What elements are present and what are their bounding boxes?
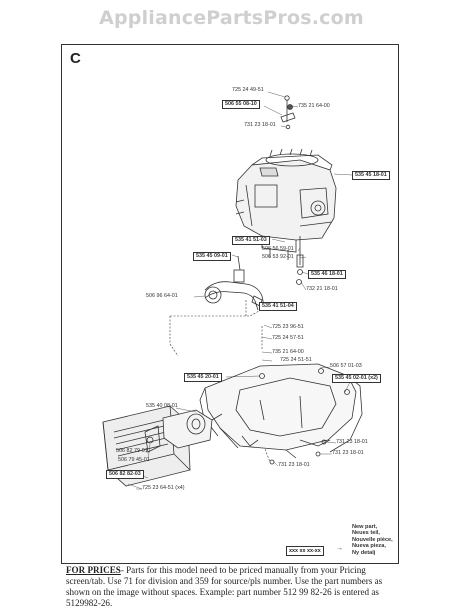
part-label: 506 56 59-01 (262, 246, 294, 252)
arrow-right-icon: → (336, 545, 343, 552)
part-label: 506 53 92-01 (262, 254, 294, 260)
part-label-boxed: 535 45 09-01 (193, 252, 231, 262)
part-label-boxed: 535 41 51-03 (232, 236, 270, 246)
part-label: 731 23 18-01 (244, 122, 276, 128)
diagram-frame (61, 44, 399, 564)
legend-code-box: xxx xx xx-xx (286, 546, 324, 556)
part-label: 725 24 49-51 (232, 87, 264, 93)
part-label: 725 23 96-51 (272, 324, 304, 330)
part-label-boxed: 506 55 08-10 (222, 100, 260, 110)
part-label: 731 23 18-01 (332, 450, 364, 456)
new-part-legend: New part, Neues teil, Nouvelle pièce, Nu… (352, 524, 393, 556)
nut (287, 104, 293, 110)
muffler (162, 409, 223, 449)
engine-frame (199, 363, 363, 459)
part-label: 725 24 51-51 (280, 357, 312, 363)
part-label: 735 21 64-00 (298, 103, 330, 109)
part-label: 506 79 45-01 (118, 457, 150, 463)
pricing-note-lead: FOR PRICES (66, 565, 121, 575)
part-label: 725 24 57-51 (272, 335, 304, 341)
engine (235, 148, 337, 260)
part-label: 535 40 08-01 (146, 403, 178, 409)
part-label: 731 23 18-01 (336, 439, 368, 445)
part-label-boxed: 535 45 18-01 (352, 171, 390, 181)
watermark-logo: AppliancePartsPros.com (99, 7, 364, 29)
part-label-boxed: 535 45 02-01 (x2) (332, 374, 381, 384)
pricing-note: FOR PRICES- Parts for this model need to… (66, 565, 406, 609)
part-label-boxed: 535 46 18-01 (308, 270, 346, 280)
bolt-head (284, 95, 290, 101)
part-label: 731 23 18-01 (278, 462, 310, 468)
part-label: 506 96 64-01 (146, 293, 178, 299)
part-label-boxed: 535 45 20-01 (184, 373, 222, 383)
part-label-boxed: 506 82 82-03 (106, 470, 144, 480)
section-letter: C (70, 50, 81, 67)
part-label: 725 23 64-51 (x4) (142, 485, 185, 491)
part-label: 506 57 01-03 (330, 363, 362, 369)
part-label: 735 21 64-00 (272, 349, 304, 355)
part-label: 506 82 79-01 (116, 448, 148, 454)
part-label-boxed: 535 41 51-04 (259, 302, 297, 312)
part-label: 732 21 18-01 (306, 286, 338, 292)
exhaust-pipe (204, 255, 265, 311)
washer (285, 124, 291, 130)
bracket-plate (280, 112, 296, 123)
